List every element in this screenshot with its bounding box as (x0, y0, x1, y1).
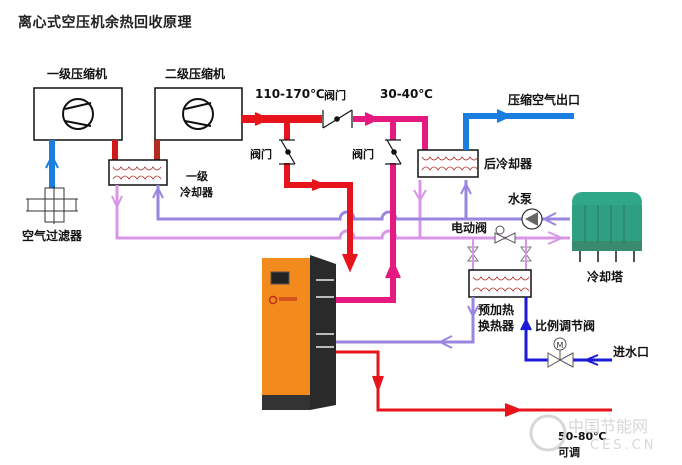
valve-top-icon (322, 109, 353, 129)
preheat-exchanger-label-1: 预加热 (478, 302, 514, 317)
preheat-valves (467, 246, 532, 262)
after-cooler-label: 后冷却器 (484, 156, 533, 171)
air-filter-icon (26, 186, 78, 224)
valve-mid-label: 阀门 (352, 147, 374, 161)
valve-left-icon (279, 139, 296, 165)
water-pump-icon (521, 208, 543, 230)
intercooler-label-2: 冷却器 (180, 185, 214, 199)
intercooler (108, 159, 168, 186)
air-filter-label: 空气过滤器 (22, 228, 83, 243)
motor-symbol: M (557, 341, 564, 350)
valve-top-label: 阀门 (324, 88, 346, 102)
watermark-logo: 中国节能网 CES.CN (529, 414, 656, 453)
temp-hot-label: 110-170℃ (255, 87, 325, 101)
heat-recovery-unit (262, 255, 336, 410)
water-pump-label: 水泵 (508, 191, 532, 206)
proportional-valve-icon (547, 337, 574, 368)
electric-valve-label: 电动阀 (451, 220, 487, 235)
cooling-tower-icon (572, 192, 642, 262)
stage1-compressor (33, 87, 123, 141)
air-intake-pipe (45, 140, 59, 188)
preheat-exchanger (468, 269, 532, 298)
compressed-air-outlet-pipe (463, 109, 574, 150)
stage2-compressor (154, 87, 243, 141)
preheat-exchanger-label-2: 换热器 (478, 318, 515, 333)
valve-mid-icon (385, 139, 402, 165)
stage1-compressor-label: 一级压缩机 (47, 66, 107, 81)
watermark-cn: 中国节能网 (568, 417, 648, 436)
watermark-en: CES.CN (590, 438, 656, 453)
compressed-air-outlet-label: 压缩空气出口 (508, 92, 580, 107)
inlet-water-pipe (520, 297, 612, 366)
preheat-return-pipe (310, 297, 479, 349)
intercooler-label-1: 一级 (186, 169, 209, 183)
outlet-temp-note: 可调 (558, 445, 580, 459)
warm-pipe (290, 112, 428, 303)
water-inlet-label: 进水口 (613, 344, 649, 359)
after-cooler (417, 149, 479, 178)
cooling-tower-label: 冷却塔 (587, 269, 624, 284)
valve-left-label: 阀门 (250, 147, 272, 161)
temp-warm-label: 30-40℃ (380, 87, 433, 101)
electric-valve-icon (494, 225, 516, 244)
outlet-temp-label: 50-80℃ (558, 430, 607, 443)
hot-pipe (242, 112, 358, 273)
proportional-valve-label: 比例调节阀 (535, 318, 595, 333)
diagram-title: 离心式空压机余热回收原理 (18, 15, 192, 31)
stage2-compressor-label: 二级压缩机 (165, 66, 225, 81)
hot-water-outlet-pipe (336, 350, 612, 417)
